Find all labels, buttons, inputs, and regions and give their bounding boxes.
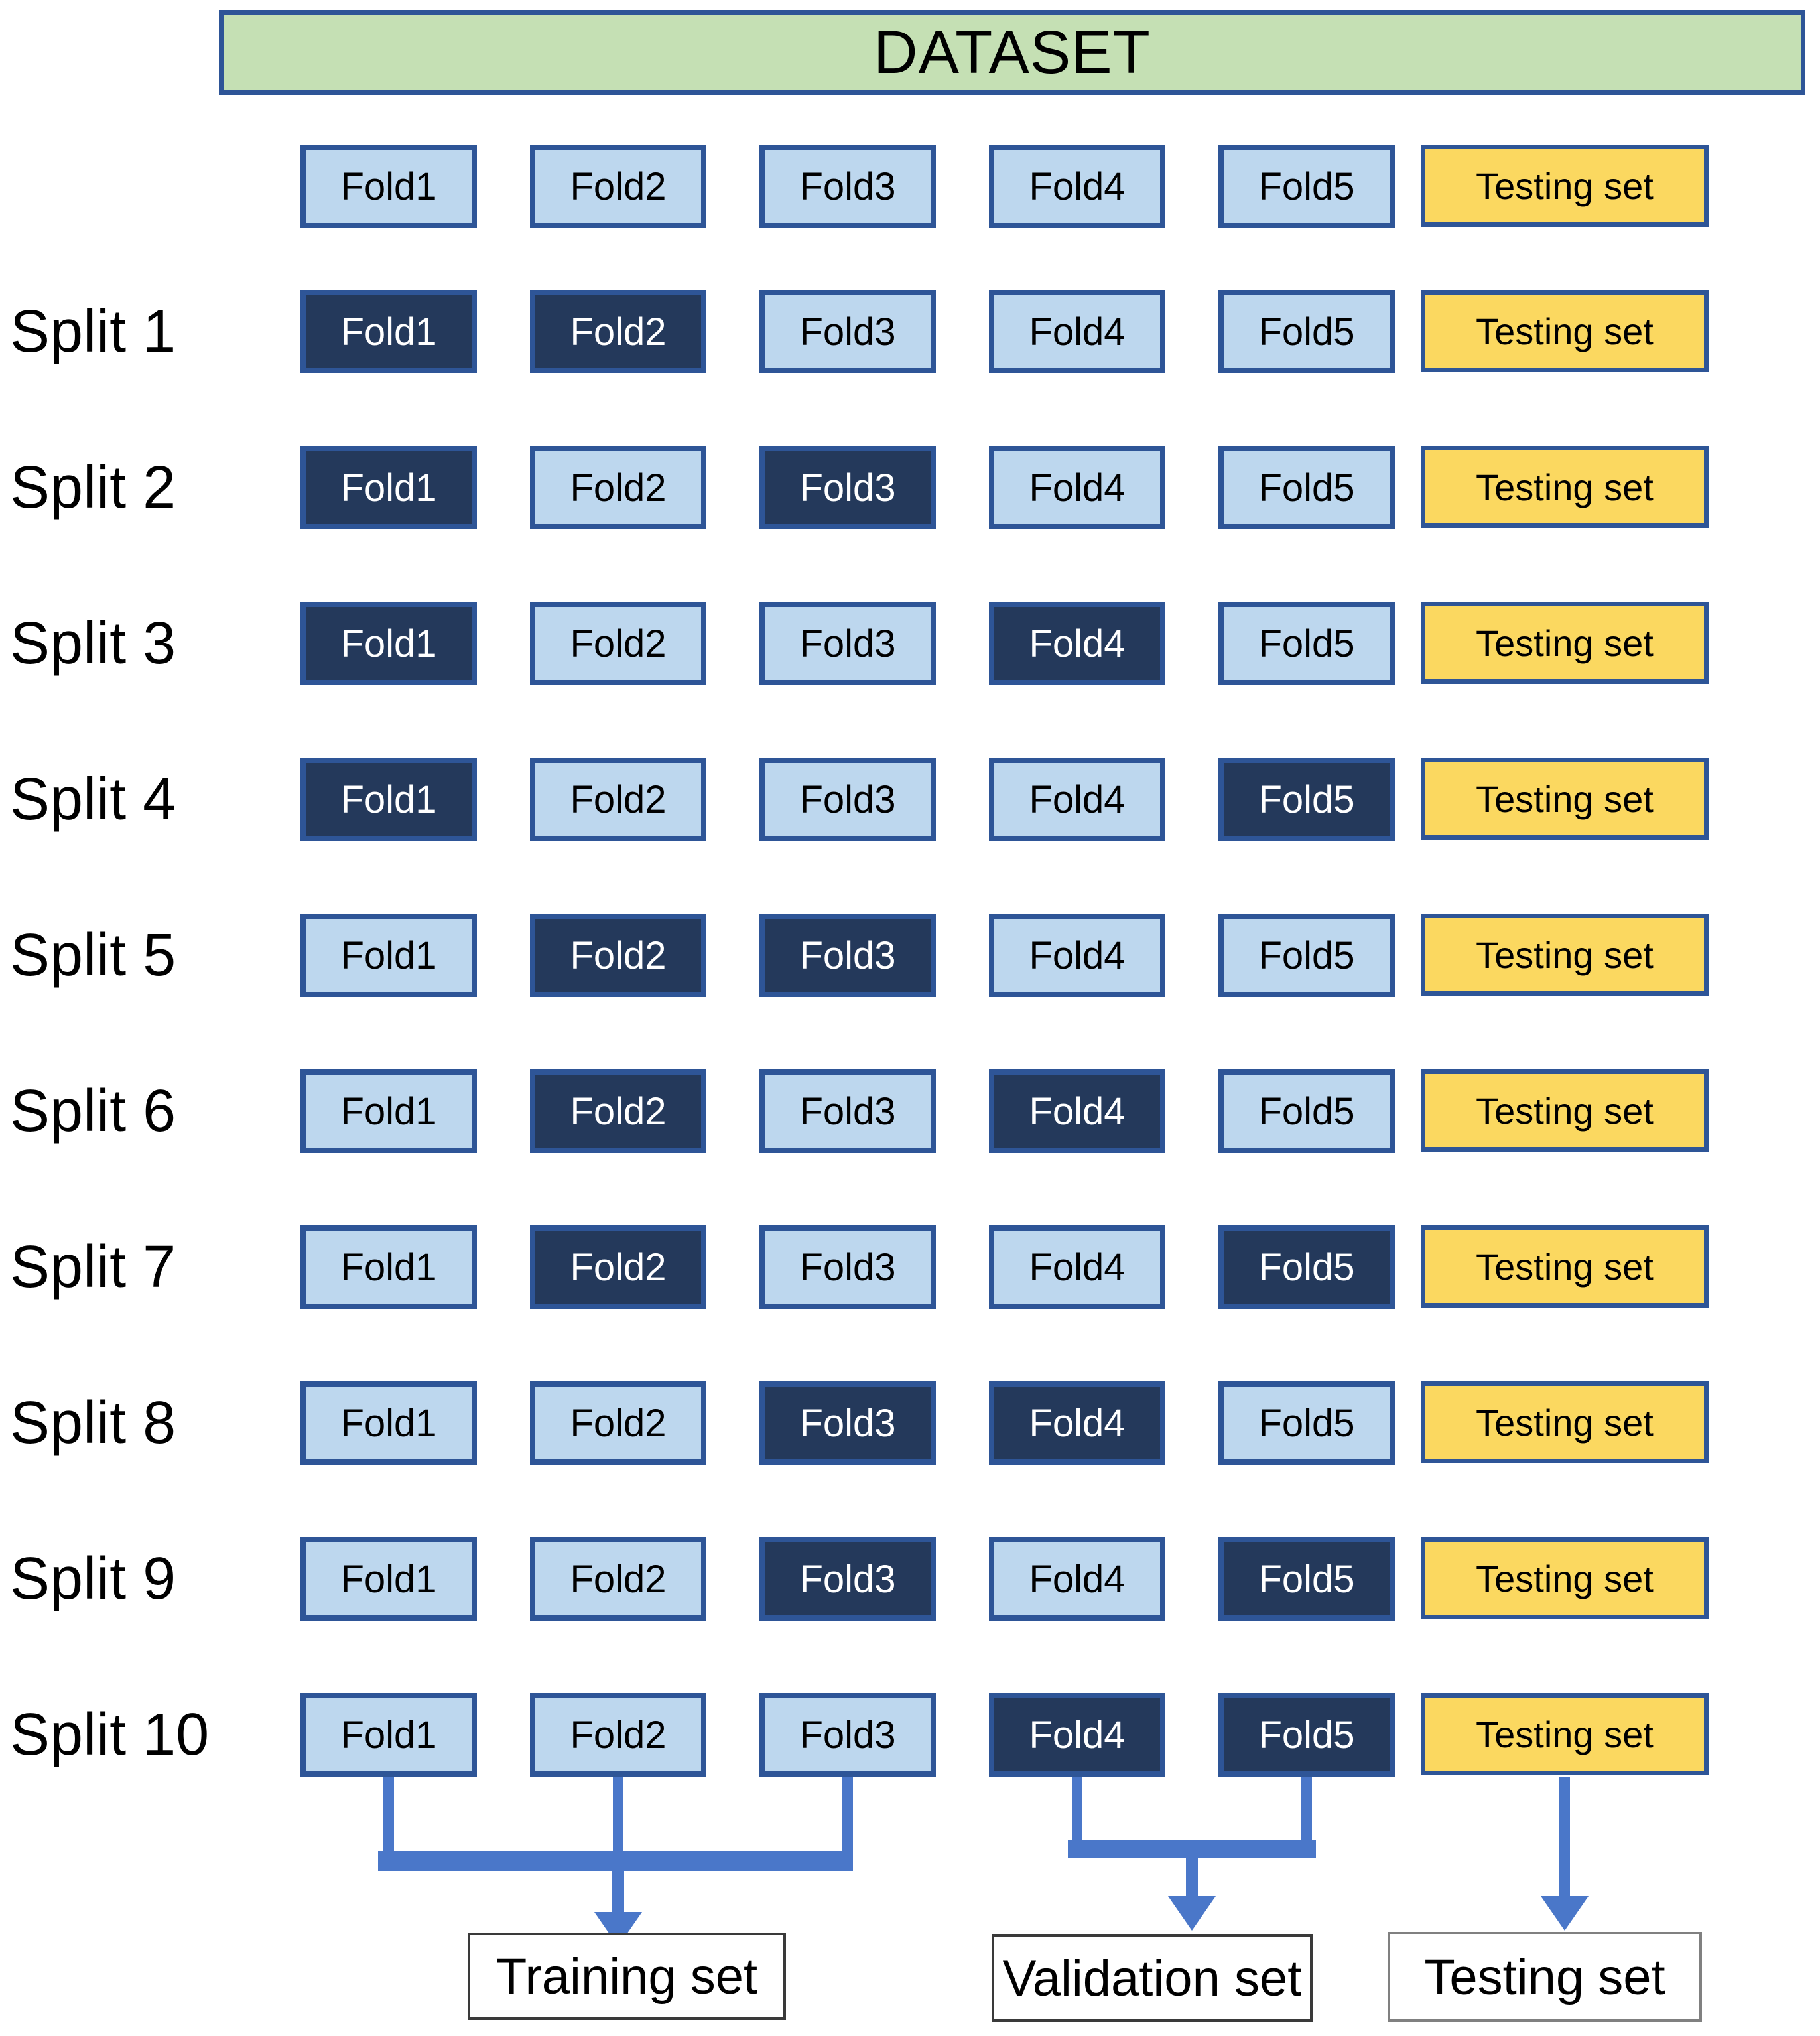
validation-fold-box: Fold5 xyxy=(1218,1537,1395,1621)
testing-set-column-box: Testing set xyxy=(1421,1537,1709,1619)
training-fold-box: Fold1 xyxy=(300,1537,477,1621)
validation-set-label: Validation set xyxy=(1002,1950,1302,2007)
validation-arrowhead-icon xyxy=(1168,1896,1216,1931)
validation-fold-box: Fold2 xyxy=(530,1225,706,1309)
training-fold-box: Fold2 xyxy=(530,1381,706,1465)
testing-set-column-box: Testing set xyxy=(1421,914,1709,996)
split-label: Split 9 xyxy=(10,1545,176,1612)
training-arrow-shaft xyxy=(612,1871,624,1912)
validation-fold-box: Fold5 xyxy=(1218,758,1395,841)
split-label: Split 10 xyxy=(10,1701,210,1768)
training-fold-box: Fold3 xyxy=(759,145,936,228)
testing-set-box: Testing set xyxy=(1388,1932,1702,2022)
validation-fold-box: Fold1 xyxy=(300,446,477,529)
validation-fold-box: Fold3 xyxy=(759,914,936,997)
validation-fold-box: Fold4 xyxy=(989,1069,1165,1153)
validation-fold-box: Fold4 xyxy=(989,1381,1165,1465)
split-label: Split 4 xyxy=(10,766,176,833)
testing-arrowhead-icon xyxy=(1541,1896,1589,1931)
training-fold-box: Fold5 xyxy=(1218,290,1395,373)
split-label: Split 8 xyxy=(10,1389,176,1456)
training-fold-box: Fold5 xyxy=(1218,1069,1395,1153)
training-fold-box: Fold4 xyxy=(989,446,1165,529)
validation-fold-box: Fold3 xyxy=(759,446,936,529)
training-fold-box: Fold3 xyxy=(759,290,936,373)
training-fold-box: Fold4 xyxy=(989,914,1165,997)
training-fold-box: Fold1 xyxy=(300,1225,477,1309)
training-fold-box: Fold2 xyxy=(530,602,706,685)
training-fold-box: Fold4 xyxy=(989,145,1165,228)
validation-fold-box: Fold1 xyxy=(300,602,477,685)
validation-connector-bar xyxy=(1068,1840,1316,1858)
training-fold-box: Fold1 xyxy=(300,914,477,997)
validation-fold-box: Fold3 xyxy=(759,1537,936,1621)
validation-fold-box: Fold2 xyxy=(530,290,706,373)
split-label: Split 7 xyxy=(10,1233,176,1300)
testing-set-column-box: Testing set xyxy=(1421,290,1709,372)
validation-connector-stub xyxy=(1072,1777,1082,1846)
training-fold-box: Fold1 xyxy=(300,145,477,228)
split-label: Split 6 xyxy=(10,1077,176,1144)
validation-fold-box: Fold4 xyxy=(989,602,1165,685)
validation-connector-stub xyxy=(1301,1777,1312,1846)
training-connector-stub xyxy=(383,1777,394,1856)
testing-set-column-box: Testing set xyxy=(1421,1069,1709,1152)
dataset-title: DATASET xyxy=(874,18,1151,86)
training-fold-box: Fold4 xyxy=(989,1225,1165,1309)
validation-set-box: Validation set xyxy=(992,1934,1313,2022)
validation-fold-box: Fold5 xyxy=(1218,1693,1395,1777)
training-fold-box: Fold5 xyxy=(1218,602,1395,685)
testing-set-column-box: Testing set xyxy=(1421,1693,1709,1775)
training-fold-box: Fold1 xyxy=(300,1381,477,1465)
training-fold-box: Fold5 xyxy=(1218,1381,1395,1465)
training-fold-box: Fold5 xyxy=(1218,446,1395,529)
testing-set-column-box: Testing set xyxy=(1421,145,1709,227)
split-label: Split 2 xyxy=(10,454,176,521)
testing-set-label: Testing set xyxy=(1424,1948,1665,2005)
training-fold-box: Fold5 xyxy=(1218,914,1395,997)
training-fold-box: Fold4 xyxy=(989,290,1165,373)
training-connector-bar xyxy=(378,1851,853,1871)
training-fold-box: Fold3 xyxy=(759,758,936,841)
testing-set-column-box: Testing set xyxy=(1421,1381,1709,1463)
training-fold-box: Fold4 xyxy=(989,758,1165,841)
training-fold-box: Fold2 xyxy=(530,758,706,841)
training-fold-box: Fold4 xyxy=(989,1537,1165,1621)
training-connector-stub xyxy=(613,1777,623,1856)
training-fold-box: Fold1 xyxy=(300,1693,477,1777)
training-fold-box: Fold1 xyxy=(300,1069,477,1153)
training-fold-box: Fold2 xyxy=(530,1537,706,1621)
split-label: Split 5 xyxy=(10,921,176,988)
testing-set-column-box: Testing set xyxy=(1421,602,1709,684)
dataset-header-bar: DATASET xyxy=(219,10,1805,95)
testing-set-column-box: Testing set xyxy=(1421,1225,1709,1308)
training-fold-box: Fold2 xyxy=(530,1693,706,1777)
validation-fold-box: Fold3 xyxy=(759,1381,936,1465)
validation-fold-box: Fold2 xyxy=(530,914,706,997)
validation-arrow-shaft xyxy=(1186,1858,1198,1896)
training-fold-box: Fold3 xyxy=(759,1069,936,1153)
training-fold-box: Fold3 xyxy=(759,1225,936,1309)
testing-arrow-shaft xyxy=(1559,1777,1570,1896)
validation-fold-box: Fold4 xyxy=(989,1693,1165,1777)
training-fold-box: Fold2 xyxy=(530,145,706,228)
validation-fold-box: Fold1 xyxy=(300,758,477,841)
testing-set-column-box: Testing set xyxy=(1421,758,1709,840)
split-label: Split 3 xyxy=(10,610,176,677)
validation-fold-box: Fold1 xyxy=(300,290,477,373)
split-label: Split 1 xyxy=(10,298,176,365)
validation-fold-box: Fold5 xyxy=(1218,1225,1395,1309)
testing-set-column-box: Testing set xyxy=(1421,446,1709,528)
validation-fold-box: Fold2 xyxy=(530,1069,706,1153)
training-fold-box: Fold3 xyxy=(759,1693,936,1777)
training-fold-box: Fold5 xyxy=(1218,145,1395,228)
training-connector-stub xyxy=(842,1777,853,1856)
training-fold-box: Fold2 xyxy=(530,446,706,529)
training-set-label: Training set xyxy=(495,1948,758,2005)
training-fold-box: Fold3 xyxy=(759,602,936,685)
training-set-box: Training set xyxy=(468,1933,786,2020)
